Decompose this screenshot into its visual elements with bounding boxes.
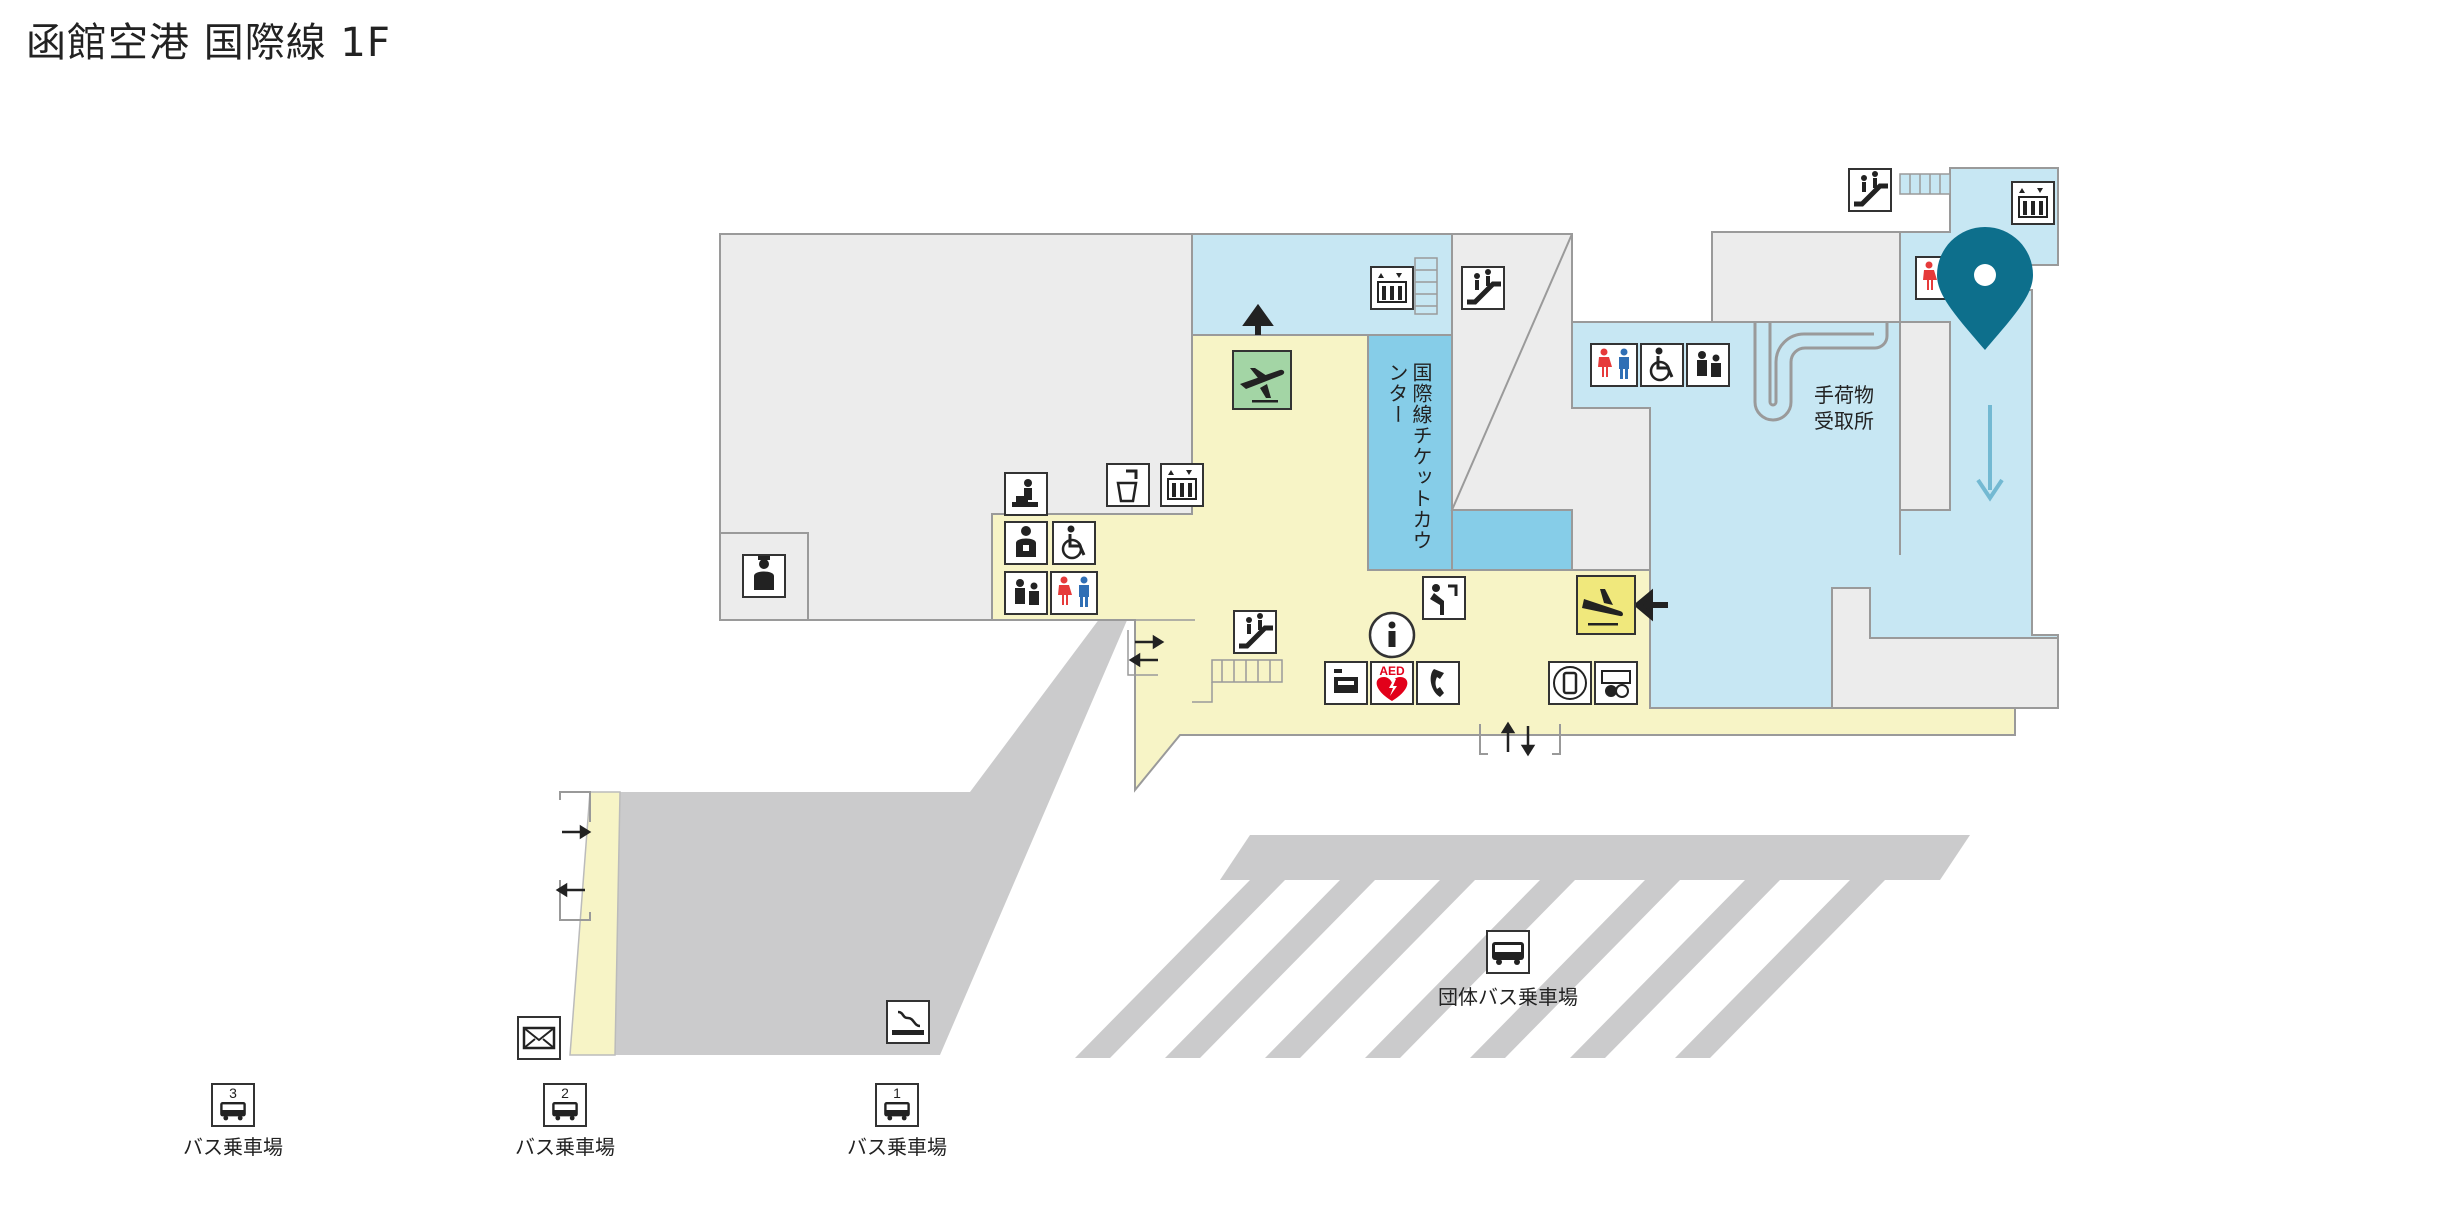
accessible-restroom-icon xyxy=(1052,521,1096,565)
mobile-charging-icon xyxy=(1548,661,1592,705)
group-bus-parking xyxy=(1075,835,1970,1058)
bus-stop-1-icon: 1 xyxy=(875,1083,919,1127)
group-bus-stop-label: 団体バス乗車場 xyxy=(1438,985,1578,1009)
customs-office xyxy=(1711,231,1901,323)
stairs xyxy=(1127,173,1951,703)
elevator-icon xyxy=(2011,181,2055,225)
aed-label: AED xyxy=(1379,664,1405,678)
baggage-claim-label-line2: 受取所 xyxy=(1814,409,1874,433)
exit-direction-arrow xyxy=(1976,405,2004,502)
inspection-room xyxy=(1899,321,1951,511)
outdoor-walkway xyxy=(569,618,1128,1056)
departure-arrow xyxy=(1242,303,1274,335)
ticket-counter-extension xyxy=(1451,509,1573,571)
escalator-icon xyxy=(1233,610,1277,654)
bus-stop-number: 3 xyxy=(229,1085,237,1101)
bus-stop-2-label: バス乗車場 xyxy=(515,1135,615,1159)
baggage-claim-label-line1: 手荷物 xyxy=(1814,383,1874,407)
drinking-fountain-icon xyxy=(1422,576,1466,620)
currency-exchange-icon xyxy=(1594,661,1638,705)
aed-icon: AED xyxy=(1370,661,1414,705)
ticket-counter-label: 国際線チケットカウンター xyxy=(1385,362,1433,551)
information-icon xyxy=(1368,611,1416,659)
drinking-water-icon xyxy=(1106,463,1150,507)
nursing-room-icon xyxy=(1686,343,1730,387)
baggage-claim-label: 手荷物 受取所 xyxy=(1808,382,1880,434)
departure-icon xyxy=(1232,350,1292,410)
elevator-icon xyxy=(1370,266,1414,310)
arrival-arrow xyxy=(1633,588,1668,622)
restroom-icon xyxy=(1590,343,1638,387)
smoking-area-icon xyxy=(886,1000,930,1044)
accessible-restroom-icon xyxy=(1640,343,1684,387)
bus-stop-3-label: バス乗車場 xyxy=(183,1135,283,1159)
baby-changing-icon xyxy=(1004,571,1048,615)
escalator-icon xyxy=(1848,168,1892,212)
bus-stop-number: 1 xyxy=(893,1085,901,1101)
ticket-counter-area xyxy=(1367,334,1453,571)
baggage-carousel xyxy=(1753,322,1889,422)
page-title: 函館空港 国際線 1F xyxy=(26,20,391,66)
bus-stop-number: 2 xyxy=(561,1085,569,1101)
entrance-doors xyxy=(559,724,1561,921)
restroom-icon xyxy=(1050,571,1098,615)
arrival-icon xyxy=(1576,575,1636,635)
telephone-icon xyxy=(1416,661,1460,705)
door-arrows xyxy=(555,634,1536,898)
bus-icon xyxy=(1486,930,1530,974)
storage-room xyxy=(1831,587,2059,709)
nursing-room-icon xyxy=(1004,521,1048,565)
baby-changing-icon xyxy=(1004,472,1048,516)
elevator-icon xyxy=(1160,463,1204,507)
atm-icon xyxy=(1324,661,1368,705)
bus-stop-1-label: バス乗車場 xyxy=(847,1135,947,1159)
escalator-icon xyxy=(1461,266,1505,310)
mail-icon xyxy=(517,1016,561,1060)
police-icon xyxy=(742,554,786,598)
bus-stop-2-icon: 2 xyxy=(543,1083,587,1127)
bus-stop-3-icon: 3 xyxy=(211,1083,255,1127)
location-pin-icon[interactable] xyxy=(1937,227,2033,350)
